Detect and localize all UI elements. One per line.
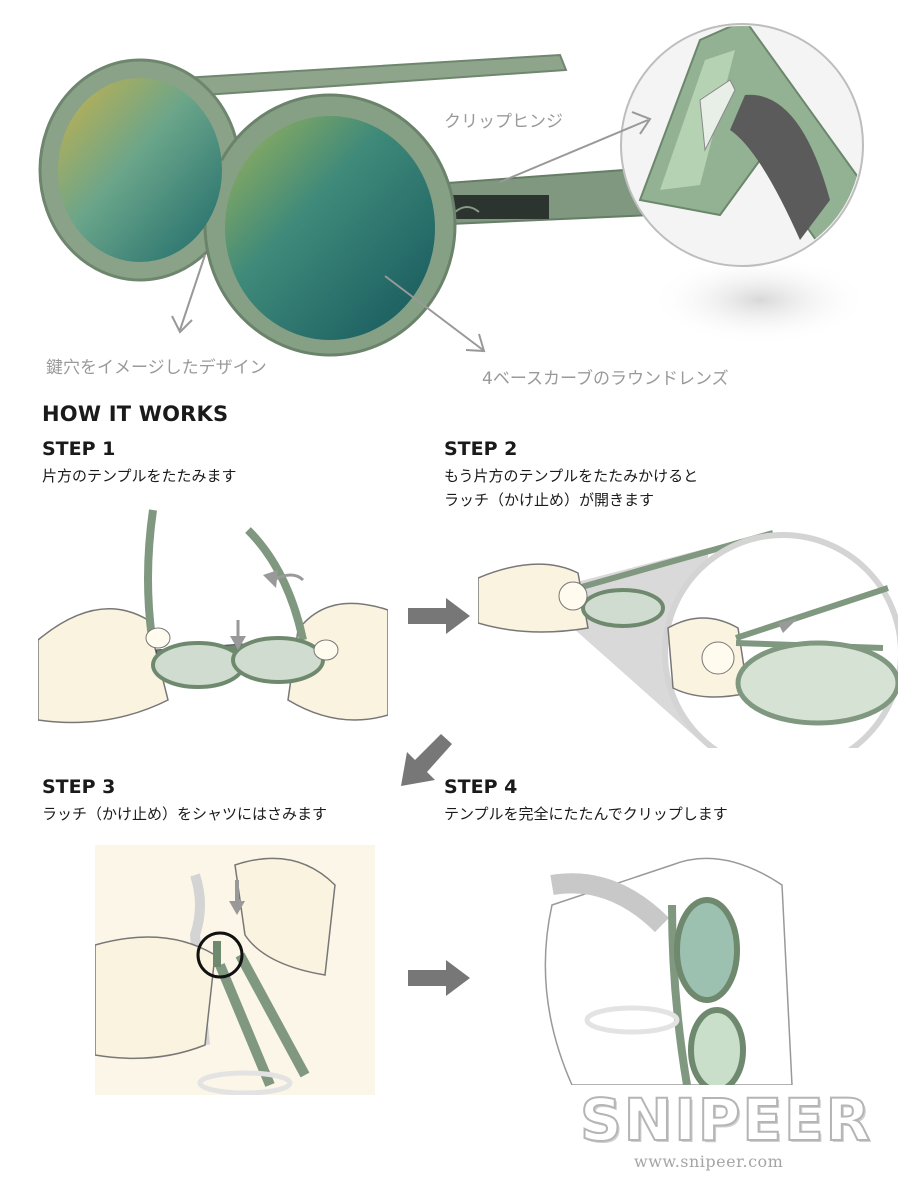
step-1-title: STEP 1 [42, 438, 116, 460]
round-lens-callout: 4ベースカーブのラウンドレンズ [482, 369, 729, 389]
step-1-desc-line: 片方のテンプルをたたみます [42, 467, 237, 485]
step-2-desc-line: ラッチ（かけ止め）が開きます [444, 491, 655, 509]
step-4-illustration [544, 857, 793, 1085]
keyhole-design-callout: 鍵穴をイメージしたデザイン [46, 358, 267, 378]
step-4-title: STEP 4 [444, 776, 518, 798]
step-2-illustration [478, 530, 898, 748]
step-1-illustration [38, 509, 388, 750]
step-3-title: STEP 3 [42, 776, 116, 798]
snipeer-logo: SNIPEER [579, 1085, 873, 1155]
step-3-desc-line: ラッチ（かけ止め）をシャツにはさみます [42, 805, 328, 823]
clip-hinge-callout: クリップヒンジ [444, 112, 563, 132]
next-step-arrow-right-icon [408, 598, 470, 634]
how-it-works-title: HOW IT WORKS [42, 402, 229, 426]
step-2-desc-line: もう片方のテンプルをたたみかけると [444, 467, 699, 485]
next-step-arrow-down-left-icon [401, 734, 452, 786]
sunglasses-hero-illustration [38, 23, 870, 357]
step-3-illustration [95, 845, 375, 1095]
step-3-description: ラッチ（かけ止め）をシャツにはさみます [42, 802, 327, 826]
step-1-description: 片方のテンプルをたたみます [42, 464, 237, 488]
step-2-title: STEP 2 [444, 438, 518, 460]
next-step-arrow-right-icon [408, 960, 470, 996]
step-4-description: テンプルを完全にたたんでクリップします [444, 802, 728, 826]
step-4-desc-line: テンプルを完全にたたんでクリップします [444, 805, 728, 823]
step-2-description: もう片方のテンプルをたたみかけると ラッチ（かけ止め）が開きます [444, 464, 698, 512]
snipeer-url: www.snipeer.com [634, 1152, 784, 1171]
